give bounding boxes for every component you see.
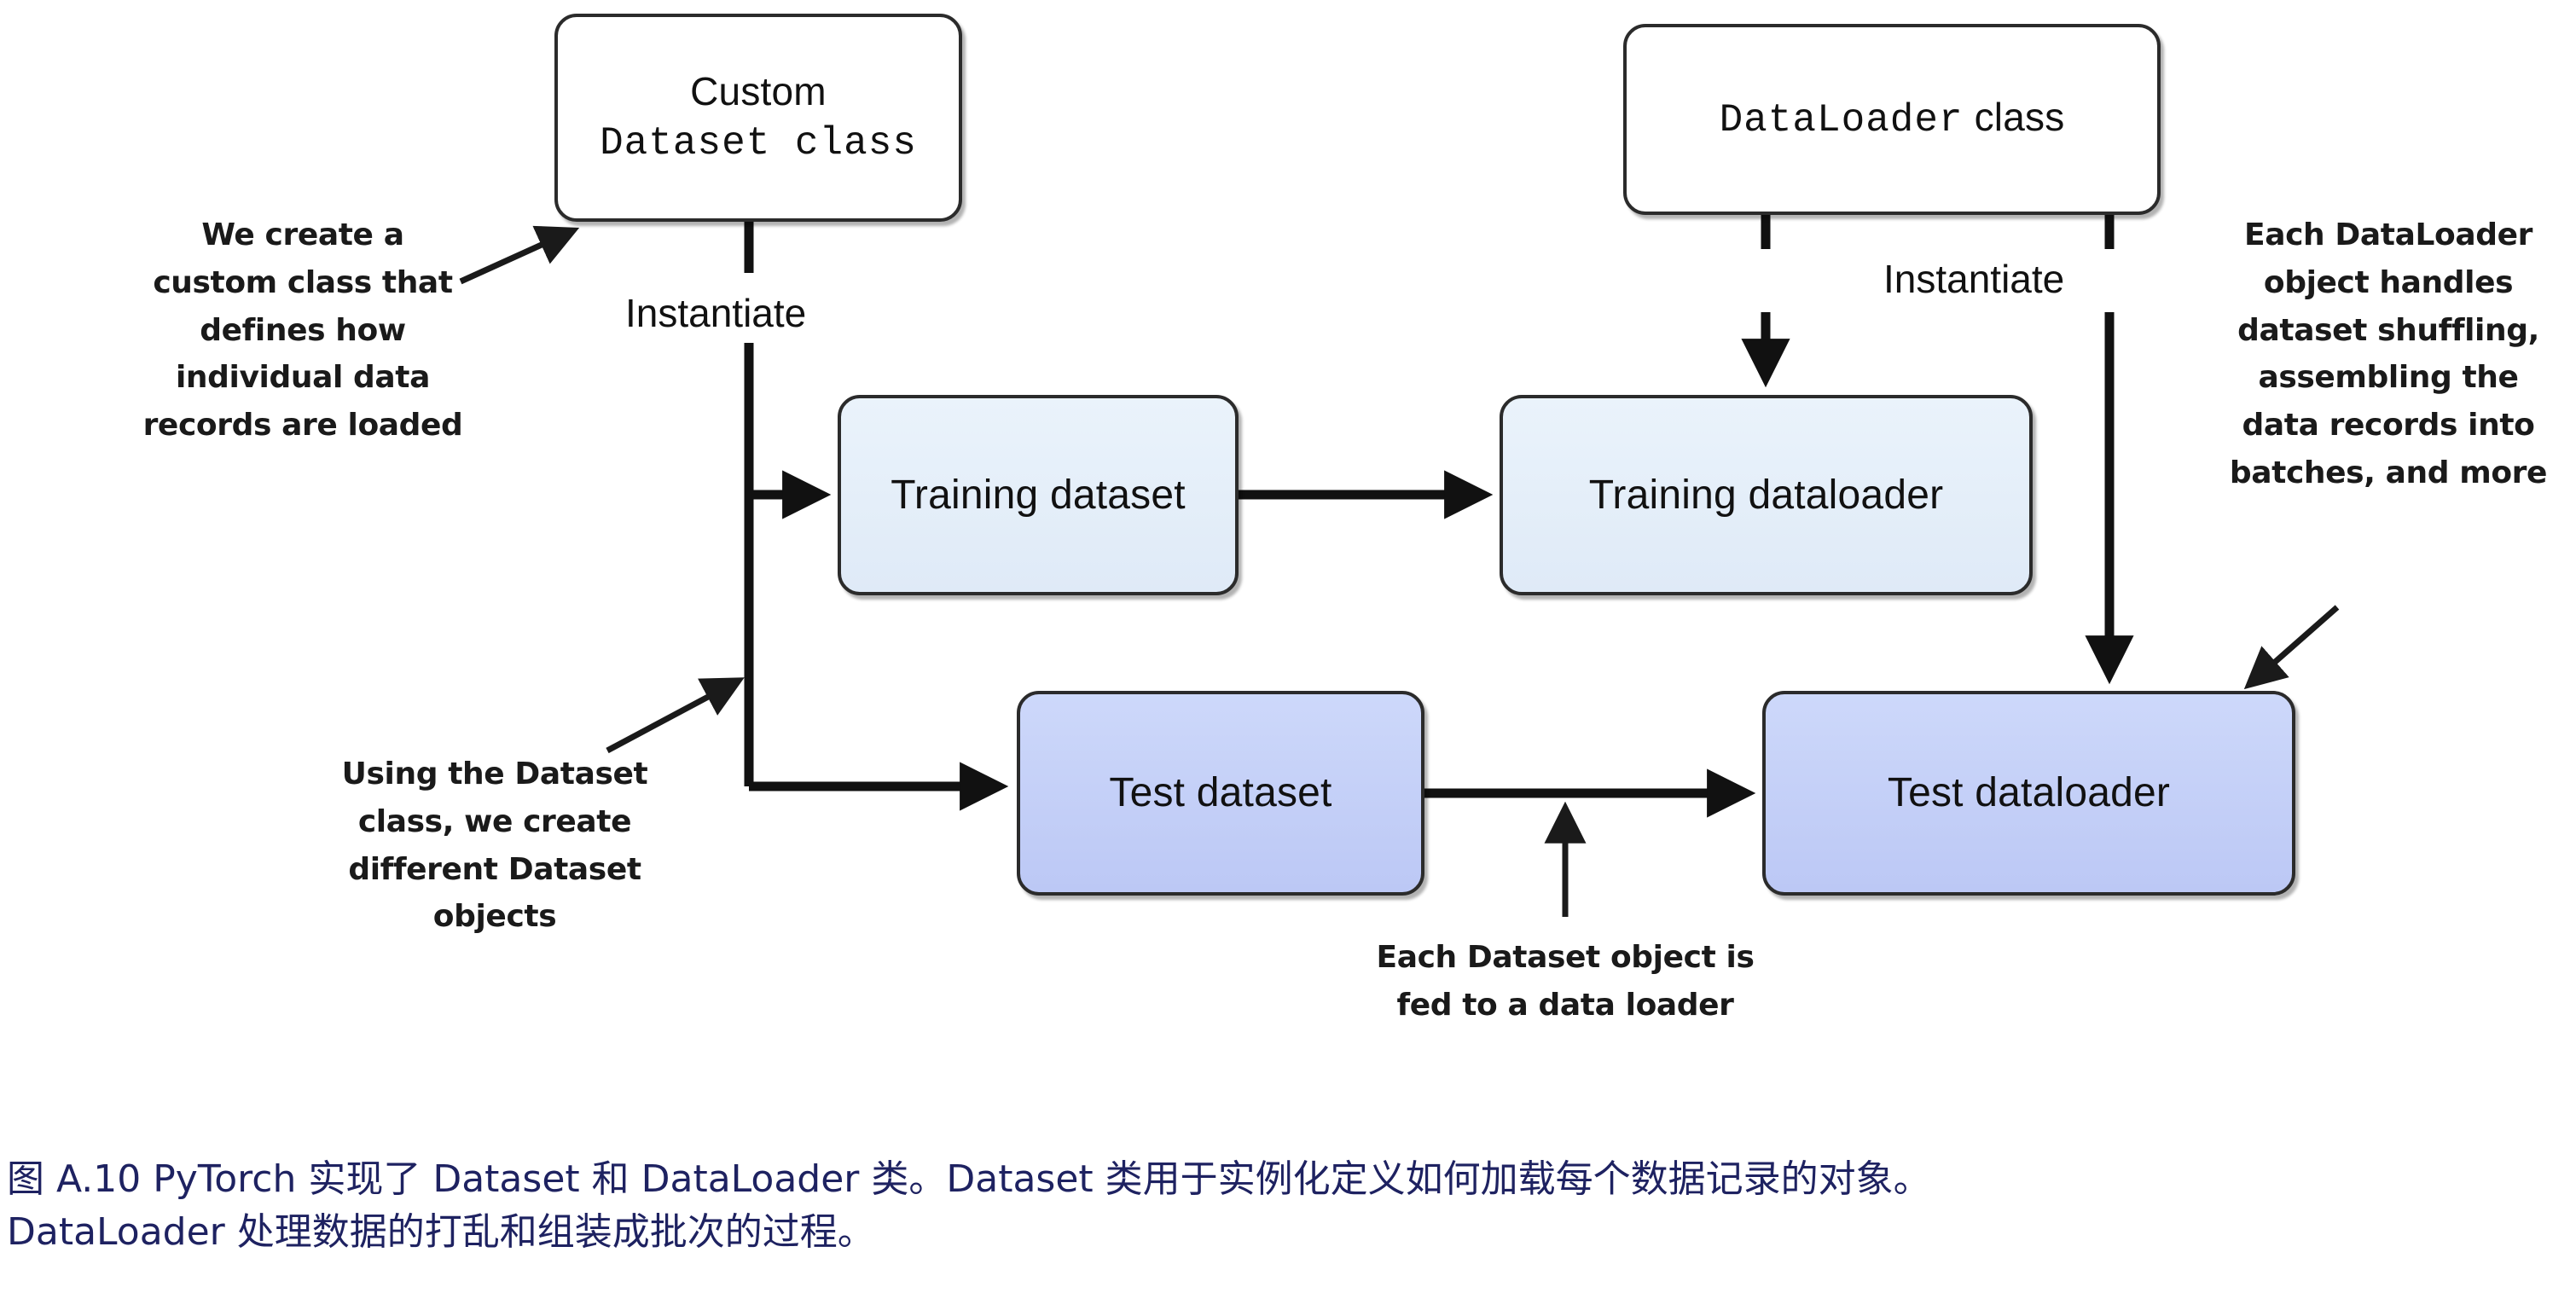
edge-label-instantiate-left: Instantiate	[625, 291, 807, 335]
node-training-dataloader-label: Training dataloader	[1588, 472, 1944, 518]
node-training-dataloader[interactable]: Training dataloader	[1500, 395, 2033, 595]
node-dataloader-class-label: DataLoader class	[1720, 93, 2065, 146]
callout-each-dataset-fed-to-loader: Each Dataset object is fed to a data loa…	[1376, 940, 1755, 1023]
node-training-dataset[interactable]: Training dataset	[838, 395, 1239, 595]
custom-dataset-line1: Custom	[690, 68, 827, 113]
node-training-dataset-label: Training dataset	[891, 472, 1186, 518]
node-test-dataset[interactable]: Test dataset	[1017, 691, 1424, 896]
node-test-dataloader-label: Test dataloader	[1887, 770, 2171, 815]
callout-using-dataset-class: Using the Dataset class, we create diffe…	[341, 757, 648, 935]
edge-label-instantiate-right: Instantiate	[1883, 257, 2065, 301]
leader-dataloader-handles	[2243, 605, 2340, 690]
node-dataloader-class[interactable]: DataLoader class	[1623, 24, 2161, 215]
callout-each-dataloader-object: Each DataLoader object handles dataset s…	[2229, 217, 2548, 490]
node-custom-dataset-class[interactable]: Custom Dataset class	[554, 14, 962, 222]
figure-caption: 图 A.10 PyTorch 实现了 Dataset 和 DataLoader …	[7, 1157, 1931, 1255]
leader-using-dataset	[606, 677, 745, 754]
node-test-dataloader[interactable]: Test dataloader	[1762, 691, 2295, 896]
callout-we-create-custom-class: We create a custom class that defines ho…	[142, 217, 463, 444]
node-custom-dataset-class-label: Custom Dataset class	[600, 67, 917, 169]
dataloader-line2: class	[1963, 95, 2065, 140]
node-test-dataset-label: Test dataset	[1109, 770, 1332, 815]
dataloader-line1: DataLoader	[1719, 98, 1964, 143]
custom-dataset-line2: Dataset class	[600, 121, 917, 165]
